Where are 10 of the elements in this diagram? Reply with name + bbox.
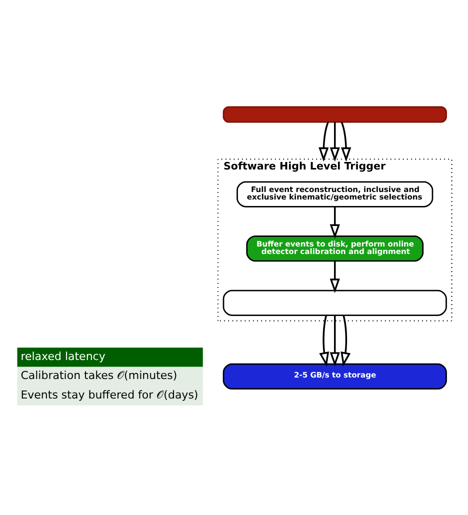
arrow [318,122,328,162]
node-box [222,106,446,123]
arrow [329,122,340,162]
arrow [329,315,340,367]
arrow [340,315,350,367]
arrow [318,315,329,367]
arrow [340,122,351,162]
node-box [222,290,446,316]
arrow [329,206,340,239]
arrow [329,261,340,294]
